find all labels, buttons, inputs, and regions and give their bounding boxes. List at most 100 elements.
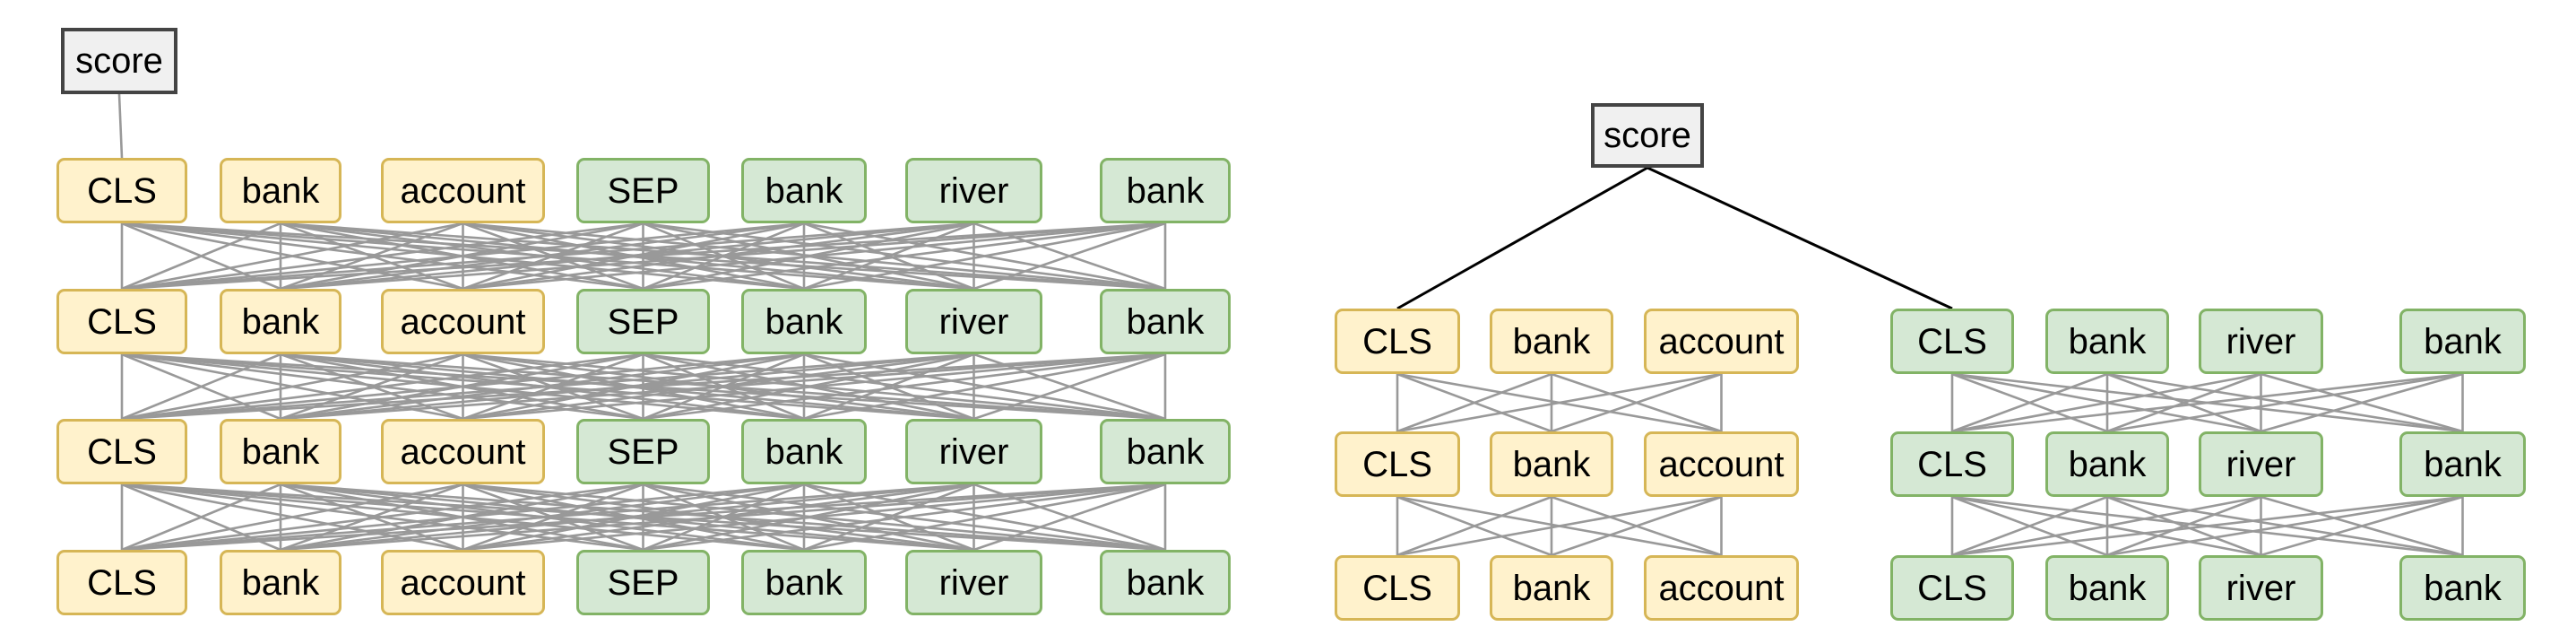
token-box-cls-label: CLS xyxy=(1362,568,1432,608)
attention-edge xyxy=(121,483,974,552)
token-box-bank: bank xyxy=(1490,431,1613,497)
token-box-cls: CLS xyxy=(56,289,187,354)
token-box-bank: bank xyxy=(1490,555,1613,621)
attention-edge xyxy=(462,352,1166,421)
token-box-bank-label: bank xyxy=(1512,568,1591,608)
token-box-river-label: river xyxy=(938,562,1009,603)
token-box-bank-label: bank xyxy=(2068,321,2147,361)
token-box-river-label: river xyxy=(938,301,1009,342)
token-box-river: river xyxy=(905,550,1042,615)
attention-edge xyxy=(1951,495,2108,557)
token-box-cls-label: CLS xyxy=(87,301,157,342)
token-box-sep-label: SEP xyxy=(607,170,679,211)
attention-edge xyxy=(121,222,644,291)
attention-edge xyxy=(803,483,974,552)
token-box-river: river xyxy=(2199,309,2323,374)
attention-edge xyxy=(121,352,463,421)
attention-edge xyxy=(121,483,281,552)
token-box-bank: bank xyxy=(220,550,341,615)
token-box-bank: bank xyxy=(741,419,867,484)
token-box-bank-label: bank xyxy=(765,301,843,342)
attention-edge xyxy=(1551,495,1722,557)
token-box-river: river xyxy=(2199,555,2323,621)
token-box-bank-label: bank xyxy=(1512,444,1591,484)
attention-edge xyxy=(280,222,1166,291)
token-box-sep-label: SEP xyxy=(607,301,679,342)
attention-edge xyxy=(2106,372,2261,433)
token-box-bank: bank xyxy=(741,289,867,354)
attention-edge xyxy=(121,222,974,291)
token-box-cls: CLS xyxy=(1335,555,1460,621)
token-box-bank-label: bank xyxy=(2068,444,2147,484)
token-box-river-label: river xyxy=(2226,568,2296,608)
token-box-cls: CLS xyxy=(1335,309,1460,374)
token-box-bank-label: bank xyxy=(765,170,843,211)
token-box-bank: bank xyxy=(1100,550,1231,615)
token-box-bank-label: bank xyxy=(241,301,320,342)
token-box-account: account xyxy=(1644,309,1799,374)
token-box-cls-label: CLS xyxy=(87,562,157,603)
token-box-cls: CLS xyxy=(1335,431,1460,497)
attention-edge xyxy=(121,483,1166,552)
score-connector-line xyxy=(117,93,124,159)
token-box-sep-label: SEP xyxy=(607,562,679,603)
attention-edge xyxy=(973,222,1166,291)
attention-edge xyxy=(280,352,1166,421)
token-box-bank: bank xyxy=(741,550,867,615)
token-box-bank-label: bank xyxy=(1126,301,1205,342)
attention-edge xyxy=(643,222,1166,291)
token-box-account-label: account xyxy=(400,431,526,472)
token-box-cls-label: CLS xyxy=(1917,444,1987,484)
token-box-account: account xyxy=(381,550,545,615)
token-box-bank-label: bank xyxy=(765,431,843,472)
token-box-cls: CLS xyxy=(56,158,187,223)
token-box-river-label: river xyxy=(938,170,1009,211)
attention-edge xyxy=(1396,495,1552,557)
token-box-bank-label: bank xyxy=(2424,444,2502,484)
token-box-cls-label: CLS xyxy=(87,431,157,472)
token-box-account-label: account xyxy=(400,170,526,211)
token-box-bank: bank xyxy=(220,419,341,484)
attention-edge xyxy=(1951,372,2261,433)
attention-edge xyxy=(121,483,463,552)
token-box-bank-label: bank xyxy=(765,562,843,603)
token-box-bank: bank xyxy=(1100,158,1231,223)
attention-edge xyxy=(803,352,1166,421)
attention-edge xyxy=(2260,372,2463,433)
attention-edge xyxy=(803,222,1166,291)
token-box-sep: SEP xyxy=(576,419,710,484)
token-box-account: account xyxy=(1644,555,1799,621)
attention-edge xyxy=(121,483,644,552)
token-box-bank-label: bank xyxy=(1126,170,1205,211)
token-box-account-label: account xyxy=(400,301,526,342)
token-box-cls: CLS xyxy=(56,419,187,484)
token-box-account-label: account xyxy=(400,562,526,603)
attention-edge xyxy=(1396,372,1552,433)
attention-edge xyxy=(973,483,1166,552)
attention-edge xyxy=(803,352,974,421)
attention-edge xyxy=(643,352,1166,421)
token-box-bank: bank xyxy=(1100,289,1231,354)
token-box-cls: CLS xyxy=(1890,309,2014,374)
token-box-bank: bank xyxy=(1490,309,1613,374)
token-box-bank-label: bank xyxy=(1126,431,1205,472)
attention-edge xyxy=(803,222,974,291)
attention-edge xyxy=(1951,372,2108,433)
token-box-cls: CLS xyxy=(1890,431,2014,497)
token-box-bank-label: bank xyxy=(1512,321,1591,361)
attention-edge xyxy=(121,352,805,421)
attention-edge xyxy=(1396,372,1722,433)
attention-edge xyxy=(121,352,974,421)
token-box-bank-label: bank xyxy=(1126,562,1205,603)
attention-edge xyxy=(121,352,644,421)
attention-edge xyxy=(1551,372,1722,433)
token-box-cls-label: CLS xyxy=(1917,568,1987,608)
token-box-bank-label: bank xyxy=(2424,321,2502,361)
token-box-river: river xyxy=(2199,431,2323,497)
token-box-bank: bank xyxy=(2045,309,2169,374)
token-box-bank: bank xyxy=(1100,419,1231,484)
token-box-bank: bank xyxy=(2045,431,2169,497)
right-score-box-label: score xyxy=(1604,116,1691,155)
